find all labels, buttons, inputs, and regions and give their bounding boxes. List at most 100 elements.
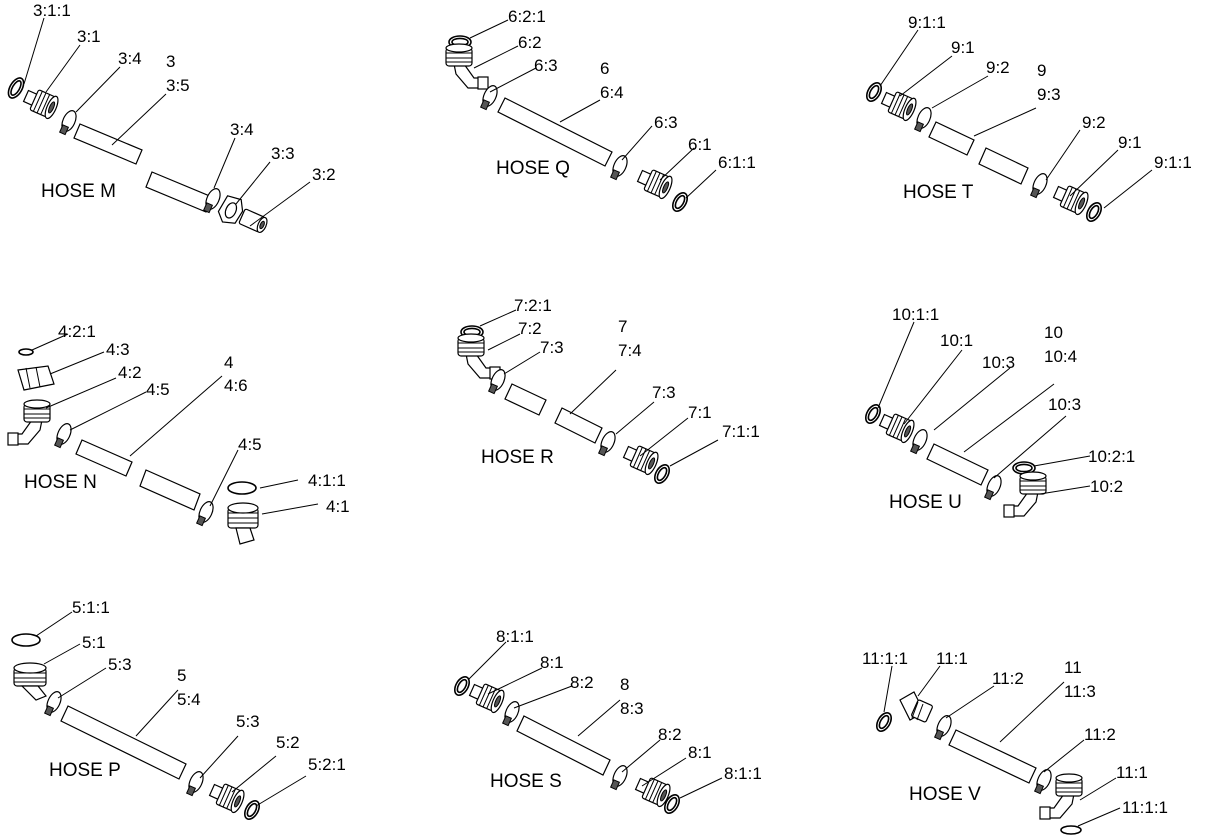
hose-t-label-2: 9:1 [951, 38, 975, 57]
hose-u-label-4: 10 [1044, 323, 1063, 342]
hose-s-title: HOSE S [490, 771, 562, 792]
hose-u-label-7: 10:2:1 [1088, 447, 1135, 466]
hose-t-label-1: 9:1:1 [908, 13, 946, 32]
hose-q-label-2: 6:2 [518, 33, 542, 52]
hose-u-label-3: 10:3 [982, 353, 1015, 372]
assembly-hose-v: 11:1:1 11:1 11:2 11 11:3 11:2 11:1 11:1:… [862, 649, 1168, 835]
hose-u-label-1: 10:1:1 [892, 305, 939, 324]
hose-p-label-4: 5 [177, 666, 186, 685]
hose-n-label-2: 4:3 [106, 340, 130, 359]
hose-v-label-6: 11:2 [1084, 725, 1116, 744]
assembly-hose-r: 7:2:1 7:2 7:3 7 7:4 7:3 7:1 7:1:1 HOSE R [457, 296, 760, 484]
hose-u-parts [864, 404, 1047, 518]
hose-t-parts [865, 82, 1103, 222]
hose-s-parts [453, 676, 681, 814]
hose-t-title: HOSE T [903, 182, 974, 203]
hose-v-label-4: 11 [1064, 658, 1082, 677]
assembly-hose-u: 10:1:1 10:1 10:3 10 10:4 10:3 10:2:1 10:… [864, 305, 1135, 518]
hose-r-label-6: 7:3 [652, 383, 676, 402]
assembly-hose-n: 4:2:1 4:3 4:2 4:5 4 4:6 4:5 4:1:1 4:1 HO… [7, 322, 350, 545]
hose-p-label-2: 5:1 [82, 633, 106, 652]
hose-v-parts [875, 691, 1083, 835]
assembly-hose-q: 6:2:1 6:2 6:3 6 6:4 6:3 6:1 6:1:1 HOSE Q [445, 7, 756, 212]
hose-n-label-5: 4 [224, 353, 233, 372]
hose-t-label-5: 9:3 [1037, 85, 1061, 104]
hose-p-label-3: 5:3 [108, 655, 132, 674]
hose-m-label-2: 3:1 [77, 27, 101, 46]
hose-t-label-7: 9:1 [1118, 133, 1142, 152]
hose-m-label-4: 3 [166, 52, 175, 71]
hose-p-label-5: 5:4 [177, 690, 201, 709]
hose-u-label-5: 10:4 [1044, 347, 1077, 366]
hose-m-label-6: 3:4 [230, 120, 254, 139]
hose-r-parts [457, 325, 671, 484]
assembly-hose-m: 3:1:1 3:1 3:4 3 3:5 3:4 3:3 3:2 HOSE M [7, 1, 336, 235]
hose-s-label-7: 8:1 [688, 743, 712, 762]
hose-n-parts [7, 348, 259, 545]
hose-n-label-1: 4:2:1 [58, 322, 96, 341]
hose-r-label-3: 7:3 [540, 338, 564, 357]
hose-u-label-8: 10:2 [1090, 477, 1123, 496]
hose-n-label-8: 4:1:1 [308, 471, 346, 490]
hose-n-label-3: 4:2 [118, 363, 142, 382]
hose-q-label-7: 6:1 [688, 135, 712, 154]
hose-n-label-6: 4:6 [224, 376, 248, 395]
hose-q-parts [445, 35, 689, 212]
hose-m-label-8: 3:2 [312, 165, 336, 184]
hose-r-label-4: 7 [618, 317, 627, 336]
hose-r-label-8: 7:1:1 [722, 422, 760, 441]
hose-s-label-2: 8:1 [540, 653, 564, 672]
hose-s-label-8: 8:1:1 [724, 764, 762, 783]
hose-n-label-7: 4:5 [238, 435, 262, 454]
hose-m-title: HOSE M [41, 181, 116, 202]
hose-r-label-5: 7:4 [618, 341, 642, 360]
hose-s-label-6: 8:2 [658, 725, 682, 744]
hose-t-label-4: 9 [1037, 61, 1046, 80]
hose-v-label-8: 11:1:1 [1122, 798, 1168, 817]
hose-v-label-7: 11:1 [1116, 763, 1148, 782]
assembly-hose-p: 5:1:1 5:1 5:3 5 5:4 5:3 5:2 5:2:1 HOSE P [11, 598, 346, 820]
hose-s-label-1: 8:1:1 [496, 627, 534, 646]
hose-u-title: HOSE U [889, 492, 962, 513]
assembly-hose-s: 8:1:1 8:1 8:2 8 8:3 8:2 8:1 8:1:1 HOSE S [453, 627, 762, 814]
assembly-hose-t: 9:1:1 9:1 9:2 9 9:3 9:2 9:1 9:1:1 HOSE T [865, 13, 1192, 222]
hose-m-label-3: 3:4 [118, 49, 142, 68]
hose-q-label-6: 6:3 [654, 113, 678, 132]
hose-v-label-3: 11:2 [992, 669, 1024, 688]
hose-p-title: HOSE P [49, 760, 121, 781]
hose-q-label-3: 6:3 [534, 56, 558, 75]
hose-m-label-5: 3:5 [166, 76, 190, 95]
hose-n-label-4: 4:5 [146, 380, 170, 399]
hose-q-label-5: 6:4 [600, 83, 624, 102]
hose-r-label-2: 7:2 [518, 319, 542, 338]
hose-n-title: HOSE N [24, 472, 97, 493]
hose-r-title: HOSE R [481, 447, 554, 468]
hose-q-title: HOSE Q [496, 158, 570, 179]
hose-n-label-9: 4:1 [326, 497, 350, 516]
hose-v-label-1: 11:1:1 [862, 649, 908, 668]
hose-s-label-5: 8:3 [620, 699, 644, 718]
hose-r-label-7: 7:1 [688, 403, 712, 422]
hose-p-label-1: 5:1:1 [72, 598, 110, 617]
hose-p-label-7: 5:2 [276, 733, 300, 752]
hose-s-label-4: 8 [620, 675, 629, 694]
hose-m-label-1: 3:1:1 [33, 1, 71, 20]
hose-s-label-3: 8:2 [570, 673, 594, 692]
hose-t-label-8: 9:1:1 [1154, 153, 1192, 172]
hose-t-label-3: 9:2 [986, 58, 1010, 77]
hose-p-label-6: 5:3 [236, 712, 260, 731]
hose-m-parts [7, 77, 270, 235]
hose-r-label-1: 7:2:1 [514, 296, 552, 315]
hose-p-parts [11, 633, 261, 820]
hose-q-label-8: 6:1:1 [718, 153, 756, 172]
hose-t-label-6: 9:2 [1082, 113, 1106, 132]
hose-v-title: HOSE V [909, 784, 981, 805]
hose-v-label-5: 11:3 [1064, 682, 1096, 701]
hose-q-label-4: 6 [600, 59, 609, 78]
hose-u-label-2: 10:1 [940, 331, 973, 350]
hose-q-label-1: 6:2:1 [508, 7, 546, 26]
hose-p-label-8: 5:2:1 [308, 755, 346, 774]
hose-v-label-2: 11:1 [936, 649, 968, 668]
hose-m-label-7: 3:3 [271, 144, 295, 163]
